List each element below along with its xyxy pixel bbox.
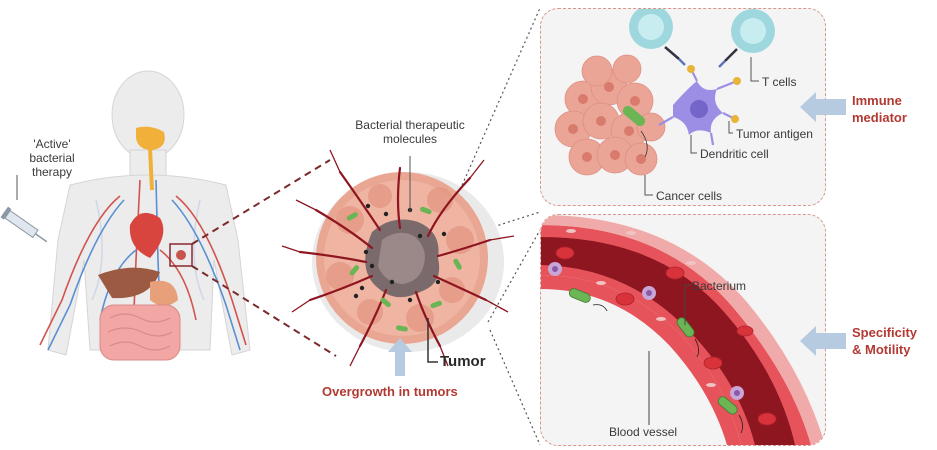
immune-mediator-line1: Immune bbox=[852, 93, 902, 108]
bacterial-molecules-label: Bacterial therapeutic molecules bbox=[340, 118, 480, 146]
immune-mediator-label: Immune mediator bbox=[852, 92, 907, 126]
specificity-motility-label: Specificity & Motility bbox=[852, 324, 917, 358]
immune-arrow-icon bbox=[800, 92, 846, 122]
immune-mediator-line2: mediator bbox=[852, 110, 907, 125]
blood-vessel-panel: Bacterium Blood vessel bbox=[540, 214, 826, 446]
blood-vessel-label: Blood vessel bbox=[609, 425, 678, 439]
specificity-motility-line1: Specificity bbox=[852, 325, 918, 340]
specificity-motility-line2: & Motility bbox=[852, 342, 911, 357]
bacterial-molecules-line1: Bacterial therapeutic bbox=[355, 118, 465, 132]
dendritic-cell-label: Dendritic cell bbox=[700, 147, 769, 161]
tumor-label: Tumor bbox=[440, 353, 486, 370]
active-therapy-line3: therapy bbox=[31, 165, 73, 179]
active-therapy-line2: bacterial bbox=[29, 151, 75, 165]
specificity-arrow-icon bbox=[800, 326, 846, 356]
active-therapy-line1: 'Active' bbox=[33, 137, 71, 151]
active-therapy-label: 'Active' bacterial therapy bbox=[22, 137, 82, 179]
bacterial-molecules-line2: molecules bbox=[382, 132, 438, 146]
overgrowth-label: Overgrowth in tumors bbox=[322, 384, 458, 399]
tumor-antigen-label: Tumor antigen bbox=[736, 127, 813, 141]
cancer-cells-label: Cancer cells bbox=[656, 189, 723, 203]
bacterium-label: Bacterium bbox=[692, 279, 747, 293]
t-cells-label: T cells bbox=[762, 75, 797, 89]
syringe-icon bbox=[0, 206, 48, 243]
